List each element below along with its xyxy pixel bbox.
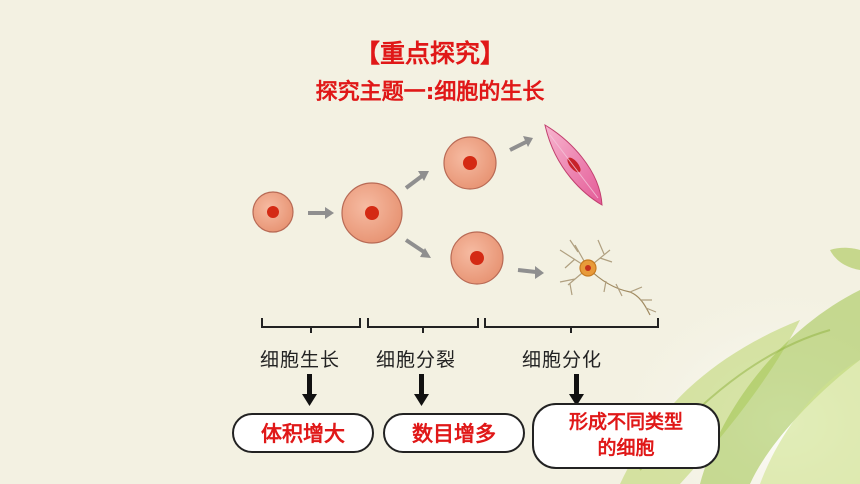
- label-cell-division: 细胞分裂: [376, 349, 457, 371]
- bracket-growth: [261, 318, 361, 333]
- arrow-differentiate-bottom: [517, 266, 544, 279]
- down-arrow-growth: [302, 374, 317, 406]
- result-number-text: 数目增多: [412, 422, 496, 446]
- bracket-differentiation: [484, 318, 659, 333]
- down-arrow-division: [414, 374, 429, 406]
- nerve-cell: [559, 239, 657, 316]
- daughter-cell-top: [443, 136, 497, 190]
- label-cell-differentiation: 细胞分化: [522, 349, 603, 371]
- result-box-volume: 体积增大: [232, 413, 374, 453]
- arrow-divide-up: [404, 171, 429, 190]
- result-box-number: 数目增多: [383, 413, 525, 453]
- slide-heading: 【重点探究】: [354, 39, 505, 68]
- slide-subheading: 探究主题一:细胞的生长: [315, 80, 545, 105]
- bracket-division: [367, 318, 479, 333]
- daughter-cell-bottom: [450, 231, 504, 285]
- muscle-cell: [544, 123, 603, 206]
- arrow-differentiate-top: [509, 136, 533, 152]
- result-cell-types-line2: 的细胞: [597, 437, 655, 459]
- result-cell-types-line1: 形成不同类型: [568, 411, 683, 434]
- arrow-grow: [308, 207, 334, 219]
- arrow-divide-down: [404, 238, 431, 258]
- down-arrow-differentiation: [569, 374, 584, 406]
- label-cell-growth: 细胞生长: [260, 349, 341, 371]
- result-box-cell-types: 形成不同类型 的细胞: [532, 403, 720, 469]
- grown-cell: [341, 182, 403, 244]
- result-volume-text: 体积增大: [261, 422, 345, 446]
- small-cell: [252, 191, 294, 233]
